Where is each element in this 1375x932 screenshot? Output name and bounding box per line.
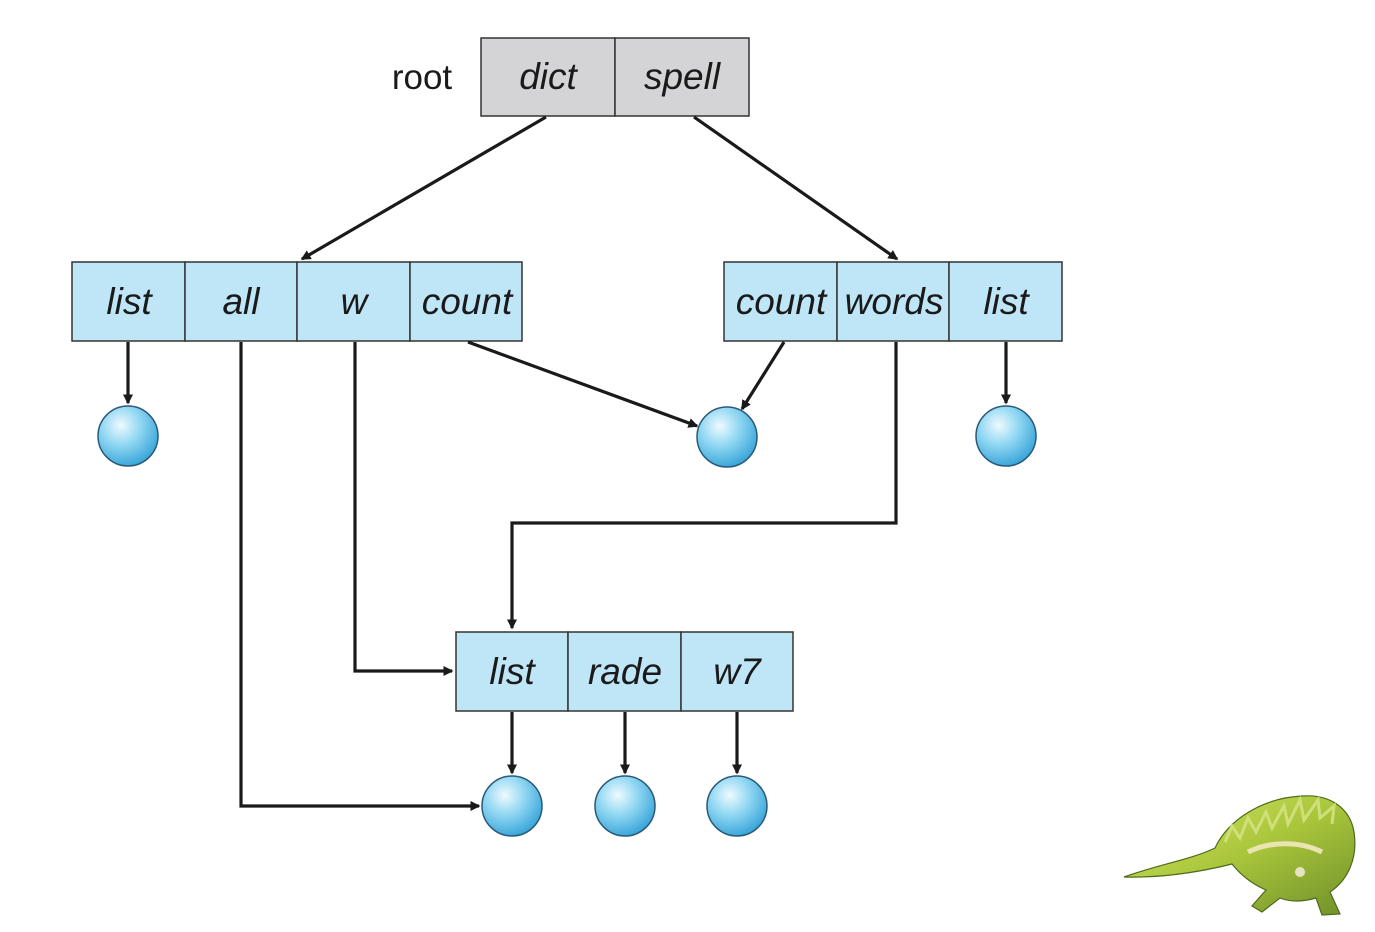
spell-directory: count words list — [723, 261, 1063, 342]
edge-dict-w-to-shared-directory — [353, 342, 454, 676]
spell-entry-list-label: list — [983, 281, 1030, 322]
spell-entry-count-cell[interactable] — [723, 261, 838, 342]
root-entry-dict-label: dict — [519, 56, 578, 97]
edge-dict-count-to-shared-file — [467, 340, 699, 428]
shared-entry-rade-label: rade — [588, 651, 662, 692]
dict-entry-count-label: count — [422, 281, 514, 322]
file-node-rade[interactable] — [594, 775, 656, 837]
root-directory: dict spell — [480, 37, 750, 117]
dict-directory: list all w count — [71, 261, 523, 342]
edge-dict-to-dict-directory — [300, 115, 547, 261]
file-node-shared-count[interactable] — [696, 406, 758, 468]
dict-entry-count-cell[interactable] — [409, 261, 523, 342]
file-node-w7[interactable] — [706, 775, 768, 837]
edge-spell-words-to-shared-directory — [507, 342, 898, 630]
dinosaur-icon — [1123, 795, 1356, 916]
spell-entry-words-cell[interactable] — [836, 261, 950, 342]
file-node-spell-list[interactable] — [975, 405, 1037, 467]
spell-entry-words-label: words — [845, 281, 944, 322]
edge-spell-count-to-shared-file — [740, 341, 786, 411]
file-node-dict-list[interactable] — [97, 405, 159, 467]
shared-entry-w7-cell[interactable] — [680, 631, 794, 712]
dict-entry-list-cell[interactable] — [71, 261, 186, 342]
root-label: root — [392, 58, 453, 97]
shared-entry-w7-label: w7 — [713, 651, 762, 692]
root-entry-spell-cell[interactable] — [614, 37, 750, 117]
shared-entry-list-label: list — [489, 651, 536, 692]
root-entry-dict-cell[interactable] — [480, 37, 616, 117]
edge-dict-all-to-shared-file — [239, 342, 481, 811]
dict-entry-w-label: w — [341, 281, 370, 322]
dict-entry-all-label: all — [222, 281, 261, 322]
dict-entry-list-label: list — [106, 281, 153, 322]
shared-entry-list-cell[interactable] — [455, 631, 569, 712]
root-entry-spell-label: spell — [644, 56, 722, 97]
file-node-shared-list[interactable] — [481, 775, 543, 837]
spell-entry-count-label: count — [736, 281, 828, 322]
dict-entry-w-cell[interactable] — [296, 261, 411, 342]
spell-entry-list-cell[interactable] — [948, 261, 1063, 342]
edge-spell-to-spell-directory — [693, 115, 899, 261]
shared-directory: list rade w7 — [455, 631, 794, 712]
